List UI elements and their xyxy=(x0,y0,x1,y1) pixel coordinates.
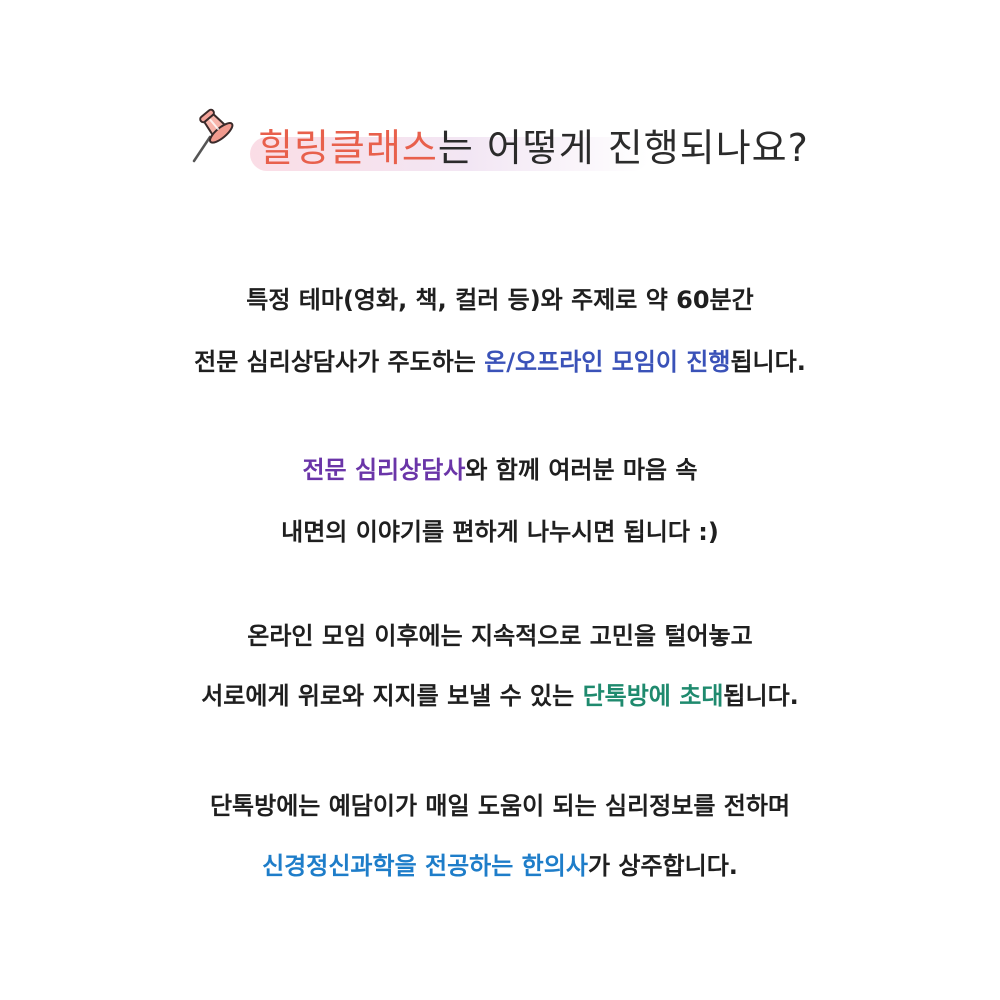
paragraph-4-line-1: 단톡방에는 예담이가 매일 도움이 되는 심리정보를 전하며 xyxy=(209,792,791,820)
title-rest: 는 어떻게 진행되나요? xyxy=(437,126,809,170)
text: 됩니다. xyxy=(730,348,806,376)
paragraph-1-line-2: 전문 심리상담사가 주도하는 온/오프라인 모임이 진행됩니다. xyxy=(0,342,1000,377)
paragraph-2-line-2: 내면의 이야기를 편하게 나누시면 됩니다 :) xyxy=(281,518,719,546)
text: 가 상주합니다. xyxy=(587,852,738,880)
pushpin-icon xyxy=(192,108,234,163)
paragraph-1-line-1: 특정 테마(영화, 책, 컬러 등)와 주제로 약 60분간 xyxy=(246,286,754,314)
paragraph-3-line-1: 온라인 모임 이후에는 지속적으로 고민을 털어놓고 xyxy=(247,622,753,650)
text: 서로에게 위로와 지지를 보낼 수 있는 xyxy=(201,682,583,710)
highlight-text: 온/오프라인 모임이 진행 xyxy=(484,348,731,376)
title-accent: 힐링클래스 xyxy=(258,126,438,170)
paragraph-3-line-2: 서로에게 위로와 지지를 보낼 수 있는 단톡방에 초대됩니다. xyxy=(0,676,1000,711)
section-header: 힐링클래스는 어떻게 진행되나요? xyxy=(0,95,1000,185)
highlight-text: 신경정신과학을 전공하는 한의사 xyxy=(262,852,588,880)
title-highlight xyxy=(250,137,650,171)
text: 됩니다. xyxy=(723,682,799,710)
text: 와 함께 여러분 마음 속 xyxy=(465,456,698,484)
paragraph-4-line-2: 신경정신과학을 전공하는 한의사가 상주합니다. xyxy=(0,846,1000,881)
paragraph-2-line-1: 전문 심리상담사와 함께 여러분 마음 속 xyxy=(0,450,1000,485)
highlight-text: 단톡방에 초대 xyxy=(582,682,724,710)
text: 전문 심리상담사가 주도하는 xyxy=(194,348,485,376)
page-title: 힐링클래스는 어떻게 진행되나요? xyxy=(258,117,809,172)
highlight-text: 전문 심리상담사 xyxy=(302,456,466,484)
